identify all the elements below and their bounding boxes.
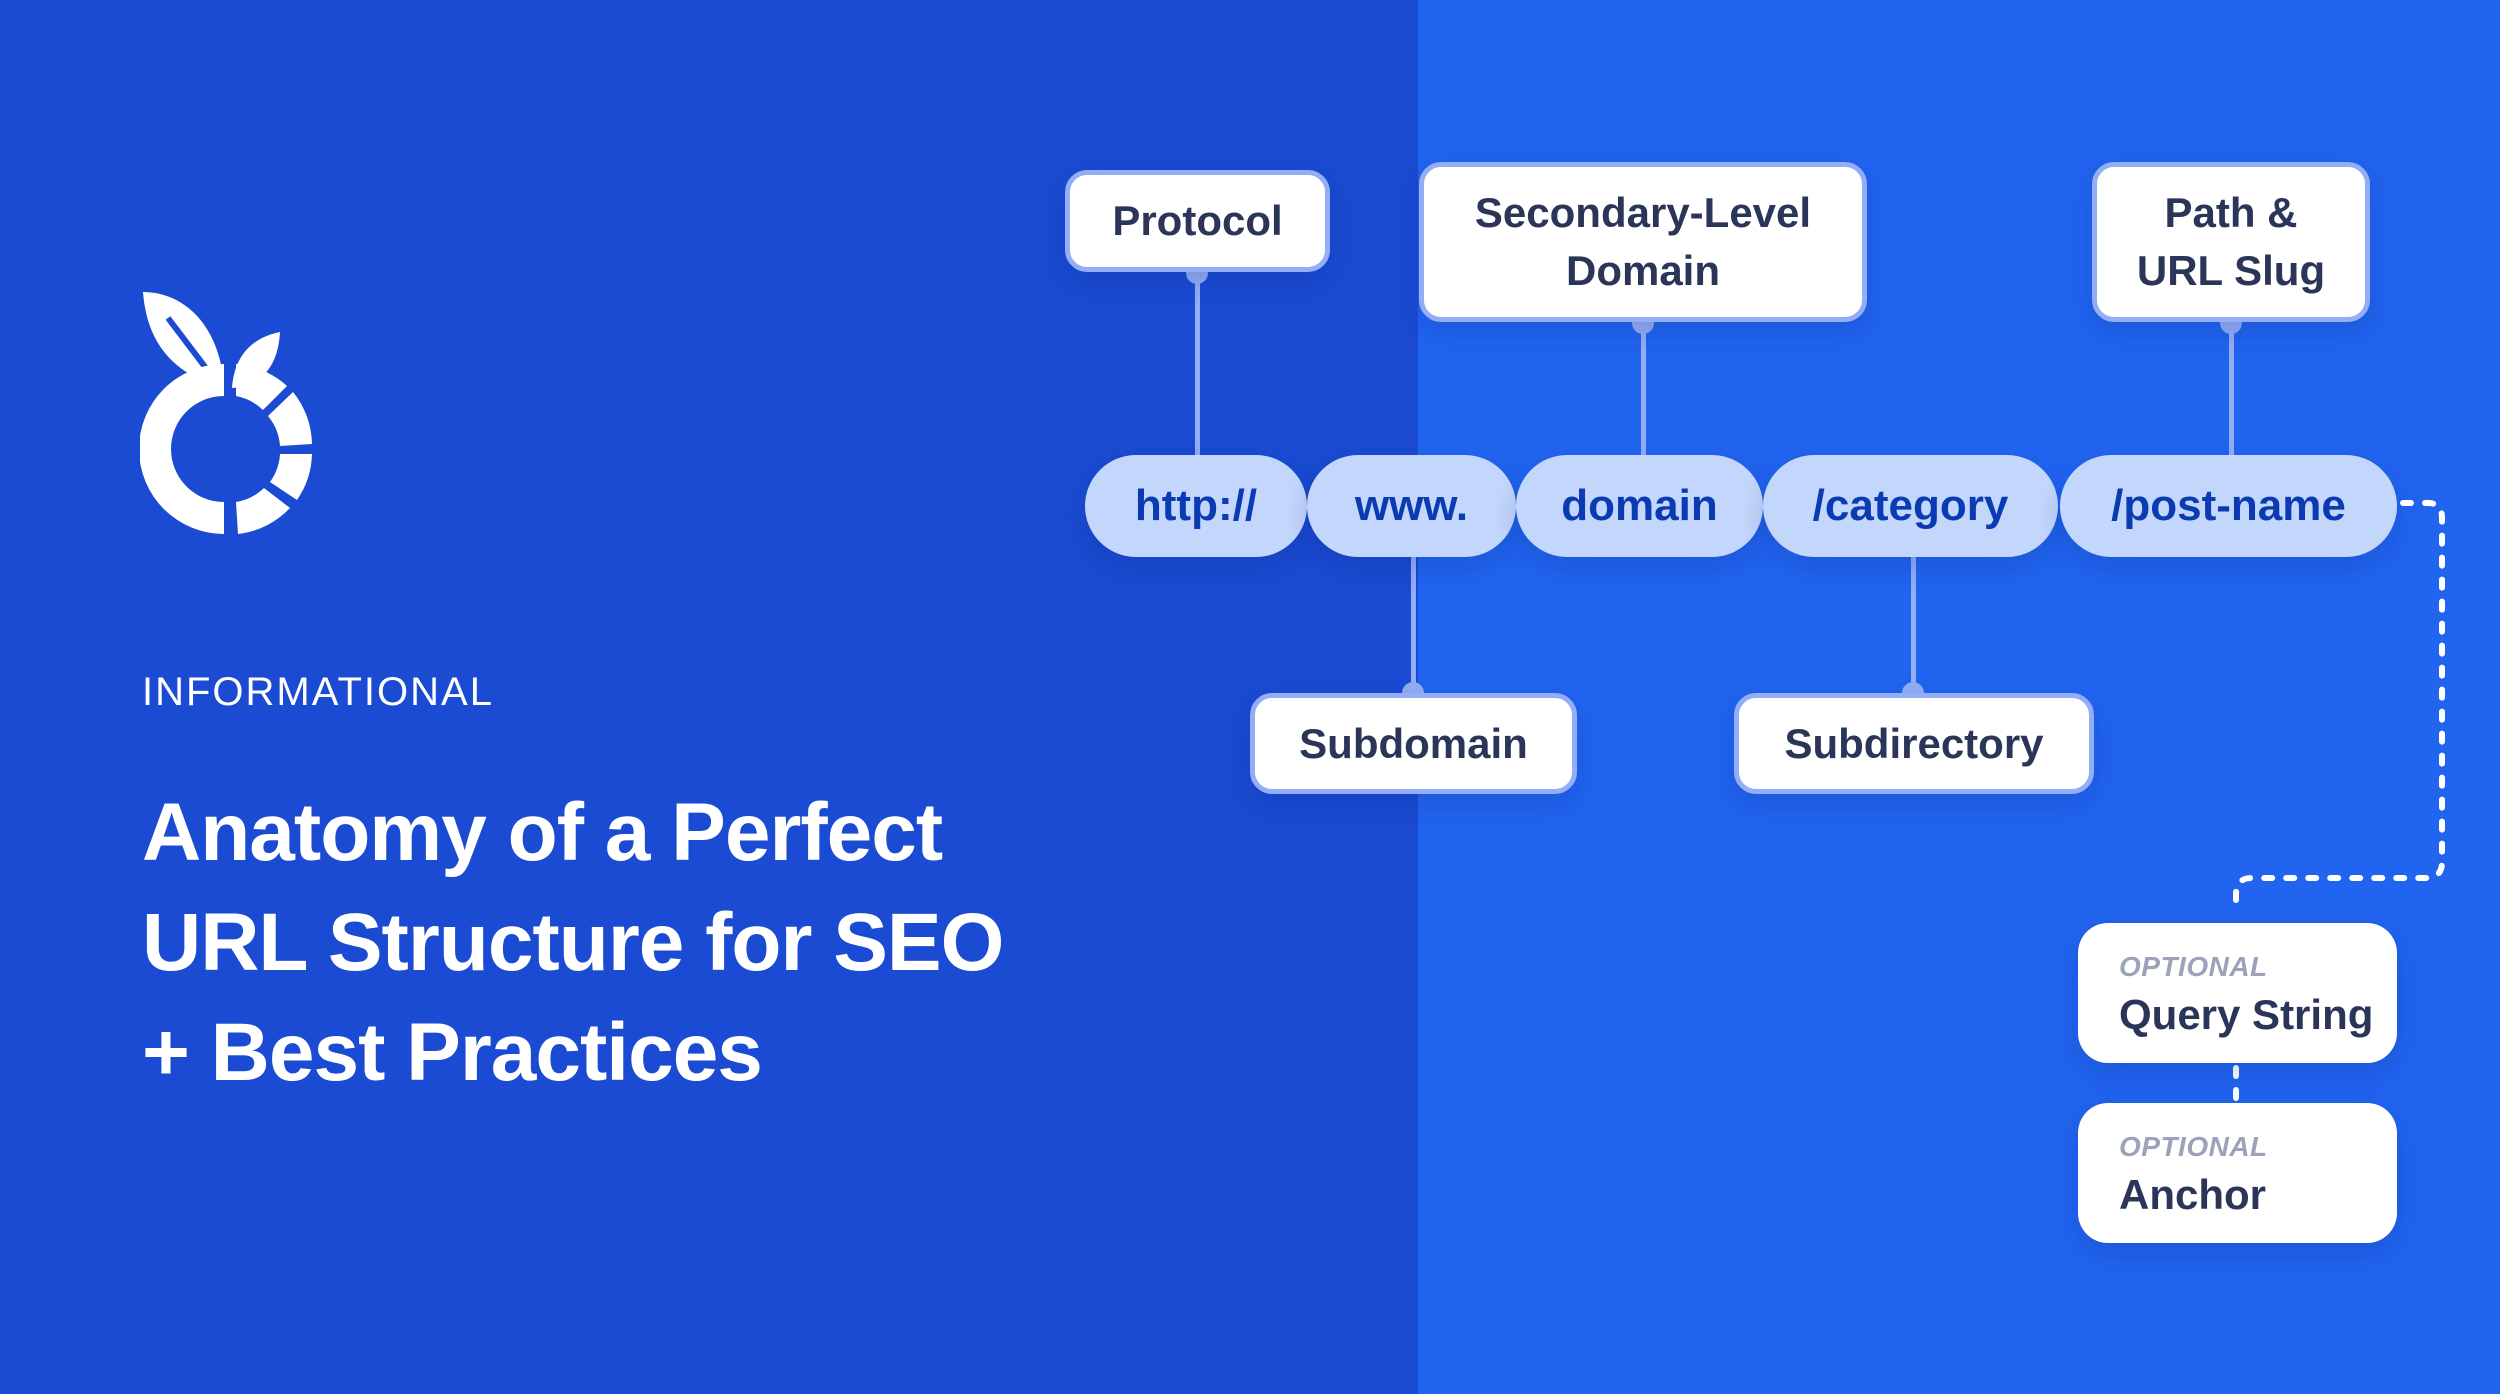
optional-query-string: OPTIONAL Query String — [2078, 923, 2397, 1063]
label-text: Subdomain — [1299, 719, 1528, 767]
optional-anchor: OPTIONAL Anchor — [2078, 1103, 2397, 1243]
url-part-text: http:// — [1134, 481, 1258, 530]
label-text: Domain — [1565, 247, 1720, 294]
page-title: Anatomy of a Perfect URL Structure for S… — [142, 778, 1004, 1108]
label-text: Path & — [2164, 189, 2298, 236]
label-path-url-slug: Path & URL Slug — [2092, 162, 2370, 322]
label-text: Subdirectory — [1784, 719, 2044, 767]
url-part-subdomain: www. — [1307, 455, 1516, 557]
label-subdirectory: Subdirectory — [1734, 693, 2094, 794]
label-subdomain: Subdomain — [1250, 693, 1577, 794]
url-part-post-name: /post-name — [2060, 455, 2397, 557]
title-line: + Best Practices — [142, 1007, 763, 1098]
label-text: Secondary-Level — [1474, 189, 1812, 236]
label-text: Protocol — [1112, 197, 1283, 244]
connector-subdirectory — [1911, 556, 1916, 694]
url-part-domain: domain — [1516, 455, 1763, 557]
title-line: Anatomy of a Perfect — [142, 787, 943, 878]
connector-subdomain — [1411, 556, 1416, 694]
url-part-text: /category — [1812, 481, 2009, 530]
url-part-text: www. — [1354, 481, 1469, 530]
connector-protocol — [1195, 272, 1200, 456]
optional-title: Query String — [2119, 991, 2374, 1038]
connector-path — [2229, 322, 2234, 456]
url-part-category: /category — [1763, 455, 2058, 557]
url-part-text: domain — [1561, 481, 1718, 530]
url-part-protocol: http:// — [1085, 455, 1307, 557]
optional-title: Anchor — [2119, 1171, 2266, 1218]
connector-sld — [1641, 322, 1646, 456]
title-line: URL Structure for SEO — [142, 897, 1004, 988]
fruit-ring-logo-icon — [140, 292, 312, 534]
optional-tag: OPTIONAL — [2119, 951, 2268, 982]
category-eyebrow: INFORMATIONAL — [142, 670, 494, 714]
label-text: URL Slug — [2136, 247, 2326, 294]
label-secondary-level-domain: Secondary-Level Domain — [1419, 162, 1867, 322]
optional-tag: OPTIONAL — [2119, 1131, 2268, 1162]
url-part-text: /post-name — [2111, 481, 2346, 530]
label-protocol: Protocol — [1065, 170, 1330, 272]
